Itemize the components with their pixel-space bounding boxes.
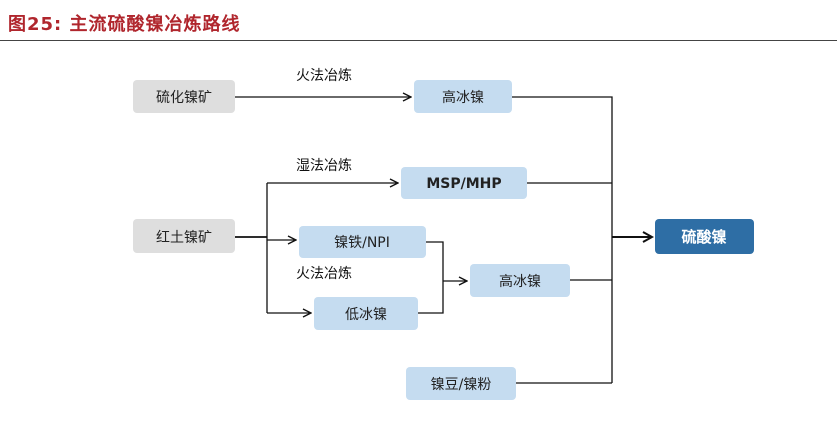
connectors <box>235 96 652 384</box>
node-nickel-sulfate: 硫酸镍 <box>655 219 754 254</box>
figure-title: 主流硫酸镍冶炼路线 <box>69 14 241 35</box>
edge-npi-to-merge <box>418 241 444 314</box>
node-high-matte-2: 高冰镍 <box>470 264 570 297</box>
node-nickel-beans-powder: 镍豆/镍粉 <box>406 367 516 400</box>
node-nickel-sulfide-ore: 硫化镍矿 <box>133 80 235 113</box>
node-low-matte: 低冰镍 <box>314 297 418 330</box>
node-ferronickel-npi: 镍铁/NPI <box>299 226 426 258</box>
svg-text:高冰镍: 高冰镍 <box>499 273 541 290</box>
svg-text:硫化镍矿: 硫化镍矿 <box>156 90 212 106</box>
svg-text:硫酸镍: 硫酸镍 <box>681 228 726 246</box>
node-msp-mhp: MSP/MHP <box>401 167 527 199</box>
edge-highmatte1-to-trunk <box>512 96 613 383</box>
edge-label-pyro-2: 火法冶炼 <box>296 266 352 282</box>
svg-text:镍豆/镍粉: 镍豆/镍粉 <box>431 377 492 393</box>
edge-label-hydro: 湿法冶炼 <box>296 158 352 174</box>
node-high-matte-1: 高冰镍 <box>414 80 512 113</box>
svg-text:镍铁/NPI: 镍铁/NPI <box>334 235 390 251</box>
svg-text:MSP/MHP: MSP/MHP <box>426 176 501 192</box>
figure-label: 图25: <box>8 14 63 35</box>
edge-label-pyro-1: 火法冶炼 <box>296 68 352 84</box>
figure-header: 图25: 主流硫酸镍冶炼路线 <box>8 10 241 36</box>
svg-text:高冰镍: 高冰镍 <box>442 89 484 106</box>
svg-text:红土镍矿: 红土镍矿 <box>156 230 212 246</box>
node-laterite-ore: 红土镍矿 <box>133 219 235 253</box>
header-rule <box>0 40 837 41</box>
svg-text:低冰镍: 低冰镍 <box>345 307 387 323</box>
